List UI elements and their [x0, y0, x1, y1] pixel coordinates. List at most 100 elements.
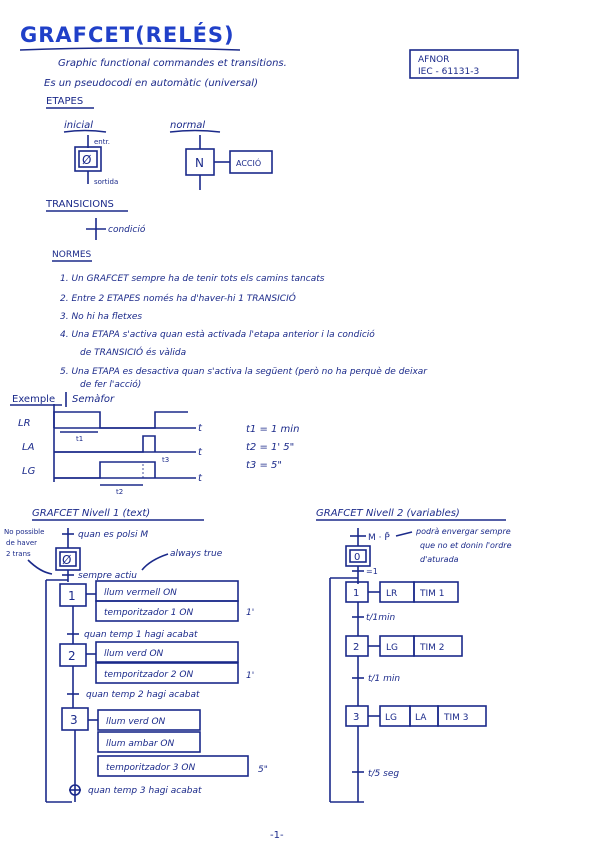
n2-step-2-action-1: LG — [386, 643, 398, 653]
lg-waveform — [54, 461, 156, 479]
n2-note-3: d'aturada — [420, 555, 459, 564]
n1-always-arrow — [141, 553, 169, 571]
n2-step-3-action-1: LG — [385, 713, 397, 723]
norma-2: 2. Entre 2 ETAPES només ha d'haver-hi 1 … — [60, 292, 296, 304]
nivell1-heading: GRAFCET Nivell 1 (text) — [32, 508, 150, 519]
n2-step-3-action-3-box — [437, 705, 487, 727]
n1-sempre-label: sempre actiu — [78, 571, 137, 581]
n1-step-3-time: 5" — [258, 765, 268, 775]
nivell1-note-2: de haver — [6, 539, 37, 547]
nivell2-heading: GRAFCET Nivell 2 (variables) — [316, 508, 460, 519]
normal-underline — [169, 129, 221, 133]
norma-5-cont: de fer l'acció) — [80, 379, 141, 390]
n1-start-condition: quan es polsi M — [78, 530, 148, 540]
n2-trans-2-label: t/1 min — [368, 674, 400, 684]
initial-step-label: Ø — [82, 153, 91, 167]
norma-4-cont: de TRANSICIÓ és vàlida — [80, 346, 186, 358]
n1-step-1-label: 1 — [68, 589, 76, 603]
n2-step-3-action-2: LA — [415, 713, 427, 723]
n1-step-2-time: 1' — [246, 671, 254, 681]
n1-step-3-action-2: llum ambar ON — [106, 739, 174, 749]
inicial-underline — [63, 129, 107, 133]
intro-line-1: Graphic functional commandes et transiti… — [58, 58, 287, 69]
n1-step-1-time: 1' — [246, 608, 254, 618]
etapes-inicial-label: inicial — [64, 120, 93, 131]
n2-step-2-label: 2 — [353, 642, 359, 653]
n2-step-3-action-3: TIM 3 — [443, 713, 469, 723]
n1-trans-1-label: quan temp 1 hagi acabat — [84, 630, 198, 640]
n1-always-note: always true — [170, 549, 223, 559]
n2-step-1-action-2-box — [413, 581, 459, 603]
n1-step-3-label: 3 — [70, 713, 78, 727]
la-waveform — [54, 435, 156, 453]
n2-trans-1-label: t/1min — [366, 613, 396, 623]
n1-step-3-action-3: temporitzador 3 ON — [106, 763, 195, 773]
time-t1: t1 = 1 min — [246, 424, 299, 435]
n1-step-1-action-2-box — [95, 600, 239, 622]
norma-1: 1. Un GRAFCET sempre ha de tenir tots el… — [60, 274, 325, 284]
n1-step-3-action-1-box — [97, 709, 201, 731]
entr-label: entr. — [94, 138, 110, 146]
t1-mark: t1 — [76, 435, 83, 443]
n2-trans-3-label: t/5 seg — [368, 769, 399, 779]
action-label: ACCIÓ — [236, 157, 261, 168]
n1-step-1-action-2: temporitzador 1 ON — [104, 608, 193, 618]
n1-step-2-action-2-box — [95, 662, 239, 684]
n2-step-2-action-2: TIM 2 — [419, 643, 445, 653]
initial-step-inner — [78, 150, 98, 168]
n2-note-2: que no et donin l'ordre — [420, 541, 512, 550]
n2-step-0-inner — [349, 549, 367, 563]
norm-afnor: AFNOR — [418, 55, 449, 65]
n2-eq1: =1 — [366, 567, 378, 576]
n1-step-2-label: 2 — [68, 649, 76, 663]
n2-step-0-label: 0 — [354, 552, 360, 563]
signal-lg-label: LG — [22, 466, 36, 477]
action-box — [229, 150, 273, 174]
t2-mark: t2 — [116, 488, 123, 496]
sortida-label: sortida — [94, 178, 118, 186]
n1-step-0-inner — [59, 551, 77, 567]
t3-mark: t3 — [162, 456, 169, 464]
n1-step-3-action-2-box — [97, 731, 201, 753]
n1-step-3-action-1: llum verd ON — [106, 717, 166, 727]
norm-iec: IEC - 61131-3 — [418, 67, 479, 77]
time-t3: t3 = 5" — [246, 460, 282, 471]
signal-lr-label: LR — [18, 418, 31, 429]
n2-step-2-action-2-box — [413, 635, 463, 657]
page-number: -1- — [270, 830, 284, 841]
n2-step-1-label: 1 — [353, 588, 359, 599]
n1-step-2-action-1: llum verd ON — [104, 649, 164, 659]
n2-step-1-action-1: LR — [386, 589, 397, 599]
n1-step-2-action-2: temporitzador 2 ON — [104, 670, 193, 680]
n2-step-1-action-2: TIM 1 — [419, 589, 445, 599]
title-underline — [19, 47, 241, 51]
lg-dashed-overlap — [142, 461, 156, 479]
exemple-heading: Exemple — [12, 394, 55, 405]
normal-step-label: N — [195, 156, 204, 170]
nivell1-note-1: No possible — [4, 528, 44, 536]
signal-la-label: LA — [22, 442, 35, 453]
etapes-normal-label: normal — [170, 120, 205, 131]
norm-box — [409, 49, 519, 79]
nivell1-note-arrow — [27, 559, 53, 575]
n1-step-1-action-1: llum vermell ON — [104, 588, 177, 598]
n2-start-condition: M · P̄ — [368, 531, 390, 543]
time-t2: t2 = 1' 5" — [246, 442, 294, 453]
n2-step-3-label: 3 — [353, 712, 359, 723]
intro-line-2: Es un pseudocodi en automàtic (universal… — [44, 77, 258, 89]
norma-5: 5. Una ETAPA es desactiva quan s'activa … — [60, 366, 428, 377]
n1-trans-2-label: quan temp 2 hagi acabat — [86, 690, 200, 700]
transicions-heading: TRANSICIONS — [45, 199, 114, 210]
la-t-label: t — [198, 447, 203, 458]
n1-step-2-action-1-box — [95, 641, 239, 663]
semafor-label: Semàfor — [72, 393, 115, 405]
n1-step-0-label: Ø — [62, 553, 71, 567]
page-title: GRAFCET(RELÉS) — [20, 22, 235, 47]
n2-note-1: podrà envergar sempre — [415, 527, 511, 536]
lr-waveform — [53, 411, 188, 429]
n1-step-3-action-3-box — [97, 755, 249, 777]
lg-t-label: t — [198, 473, 203, 484]
n1-trans-3-label: quan temp 3 hagi acabat — [88, 786, 202, 796]
